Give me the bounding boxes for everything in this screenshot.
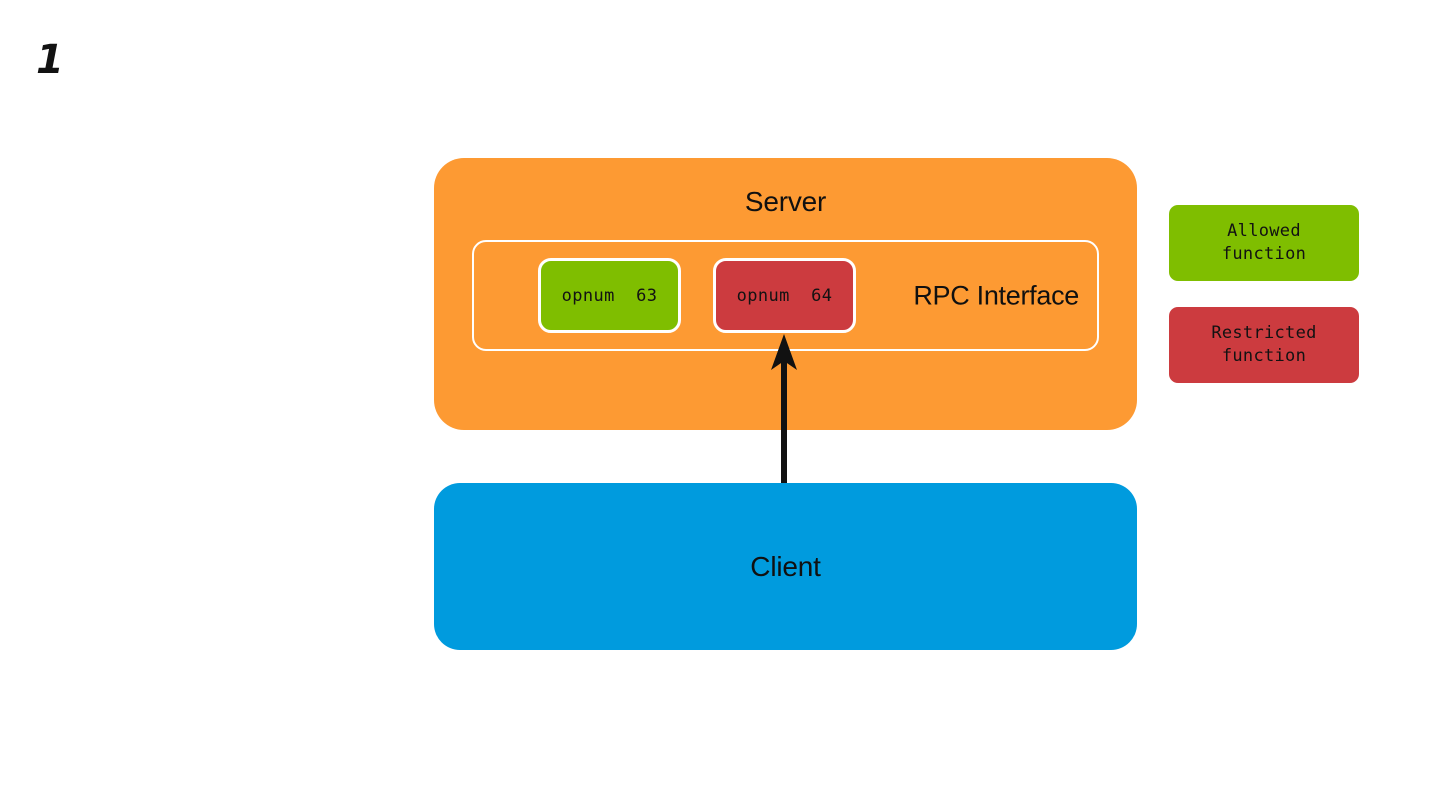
legend-item-allowed-function: Allowed function bbox=[1169, 205, 1359, 281]
legend-allowed-line1: Allowed bbox=[1227, 221, 1301, 241]
opnum-63-label: opnum 63 bbox=[561, 285, 658, 306]
legend-item-restricted-function: Restricted function bbox=[1169, 307, 1359, 383]
legend: Allowed function Restricted function bbox=[1169, 205, 1359, 383]
rpc-interface-label: RPC Interface bbox=[913, 280, 1079, 310]
legend-allowed-text: Allowed function bbox=[1222, 220, 1306, 266]
opnum-63-chip[interactable]: opnum 63 bbox=[538, 258, 681, 333]
legend-restricted-line2: function bbox=[1221, 346, 1307, 366]
legend-restricted-line1: Restricted bbox=[1211, 323, 1317, 343]
client-to-opnum64-arrow-icon bbox=[771, 334, 797, 495]
rpc-interface-panel: opnum 63 opnum 64 RPC Interface bbox=[472, 240, 1099, 351]
client-box: Client bbox=[434, 483, 1137, 650]
slide-number: 1 bbox=[36, 37, 64, 83]
opnum-64-label: opnum 64 bbox=[736, 285, 833, 306]
legend-allowed-line2: function bbox=[1221, 244, 1307, 264]
client-title: Client bbox=[750, 550, 821, 582]
opnum-64-chip[interactable]: opnum 64 bbox=[713, 258, 856, 333]
legend-restricted-text: Restricted function bbox=[1211, 322, 1316, 368]
server-title: Server bbox=[744, 186, 827, 217]
